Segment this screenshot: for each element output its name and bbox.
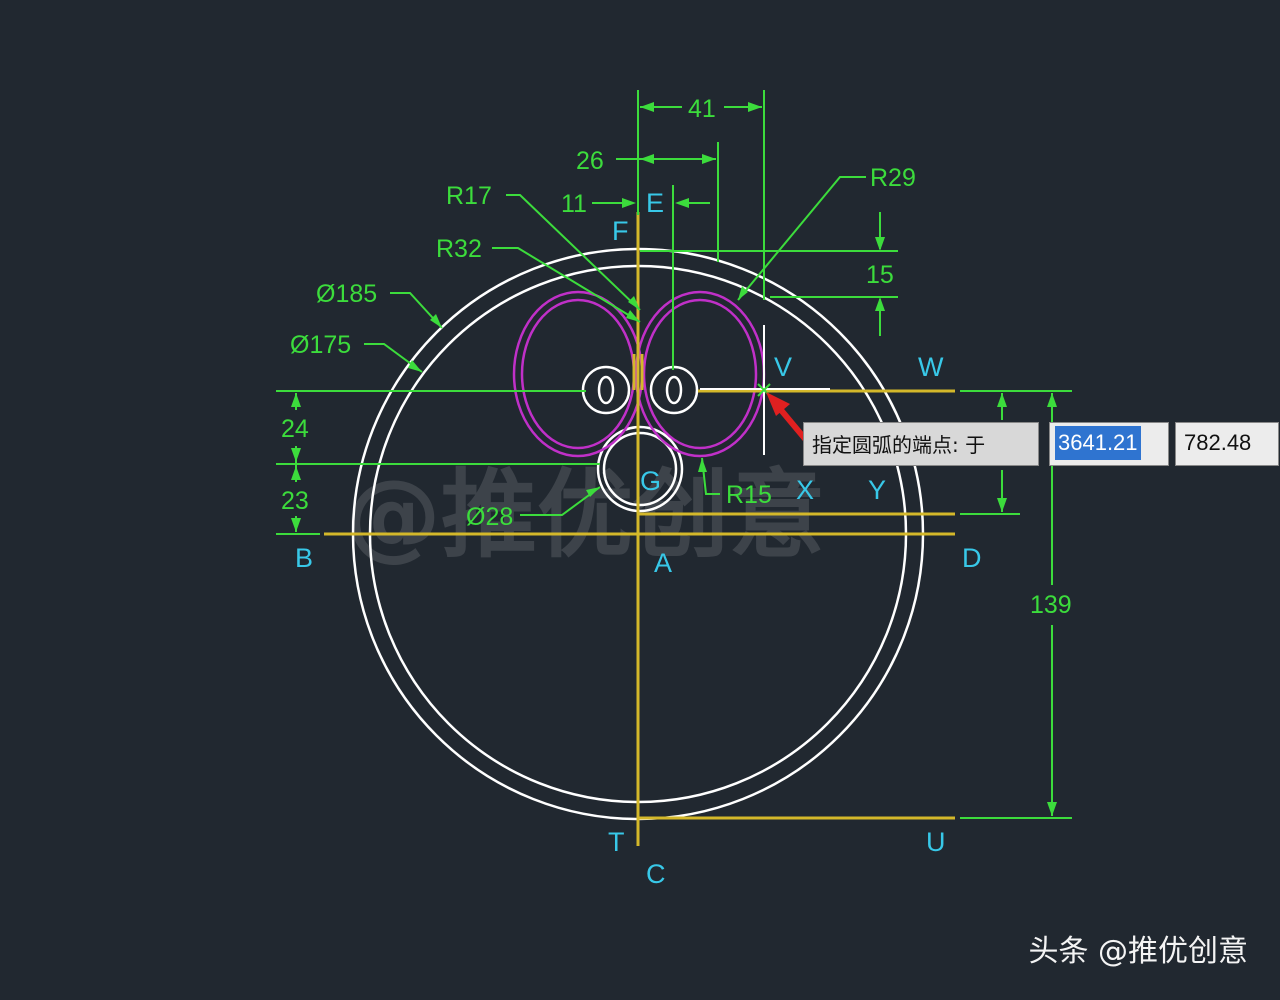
dim-r17: R17 (446, 182, 492, 210)
command-prompt-tooltip: 指定圆弧的端点: 于 (803, 422, 1039, 466)
dimension-arrows (291, 102, 1057, 816)
dim-26: 26 (576, 147, 604, 175)
dim-r15: R15 (726, 481, 772, 509)
point-label-f: F (612, 216, 629, 246)
point-label-x: X (796, 475, 814, 505)
dim-139: 139 (1030, 591, 1072, 619)
point-label-g: G (640, 466, 661, 496)
dim-11: 11 (561, 190, 587, 218)
point-label-d: D (962, 543, 982, 573)
construction-lines (324, 212, 955, 846)
dimension-lines (276, 90, 1072, 819)
dim-41: 41 (688, 95, 716, 123)
arc-right-outer[interactable] (634, 290, 766, 458)
coordinate-x-input[interactable]: 3641.21 (1049, 422, 1169, 466)
dim-r29: R29 (870, 164, 916, 192)
point-label-e: E (646, 188, 664, 218)
circle-d28[interactable] (596, 425, 684, 513)
dim-15: 15 (866, 261, 894, 289)
dim-24: 24 (281, 415, 309, 443)
point-label-c: C (646, 859, 666, 889)
point-label-y: Y (868, 475, 886, 505)
slot-left[interactable] (597, 375, 615, 405)
point-label-u: U (926, 827, 946, 857)
dim-dia185: Ø185 (316, 280, 377, 308)
dim-23: 23 (281, 487, 309, 515)
slot-right[interactable] (665, 375, 683, 405)
arc-right-inner[interactable] (642, 298, 758, 450)
point-label-a: A (654, 548, 672, 578)
small-circle-right[interactable] (649, 365, 699, 415)
point-label-b: B (295, 543, 313, 573)
dim-r32: R32 (436, 235, 482, 263)
coordinate-x-value[interactable]: 3641.21 (1055, 426, 1141, 460)
point-labels: A B C D E F G T U V W X Y (295, 188, 982, 889)
coordinate-y-input[interactable]: 782.48 (1175, 422, 1279, 466)
red-pointer-arrow-icon (766, 392, 809, 442)
point-label-w: W (918, 352, 944, 382)
arc-left-inner[interactable] (520, 298, 636, 450)
point-label-v: V (774, 352, 792, 382)
credit-text: 头条 @推优创意 (1028, 934, 1248, 969)
dim-dia175: Ø175 (290, 331, 351, 359)
circle-d28-inner[interactable] (602, 431, 678, 507)
point-label-t: T (608, 827, 625, 857)
small-circle-left[interactable] (581, 365, 631, 415)
dim-dia28: Ø28 (466, 503, 513, 531)
dimension-texts: 41 26 11 15 24 23 139 R17 R32 R29 R15 Ø1… (281, 95, 1072, 619)
